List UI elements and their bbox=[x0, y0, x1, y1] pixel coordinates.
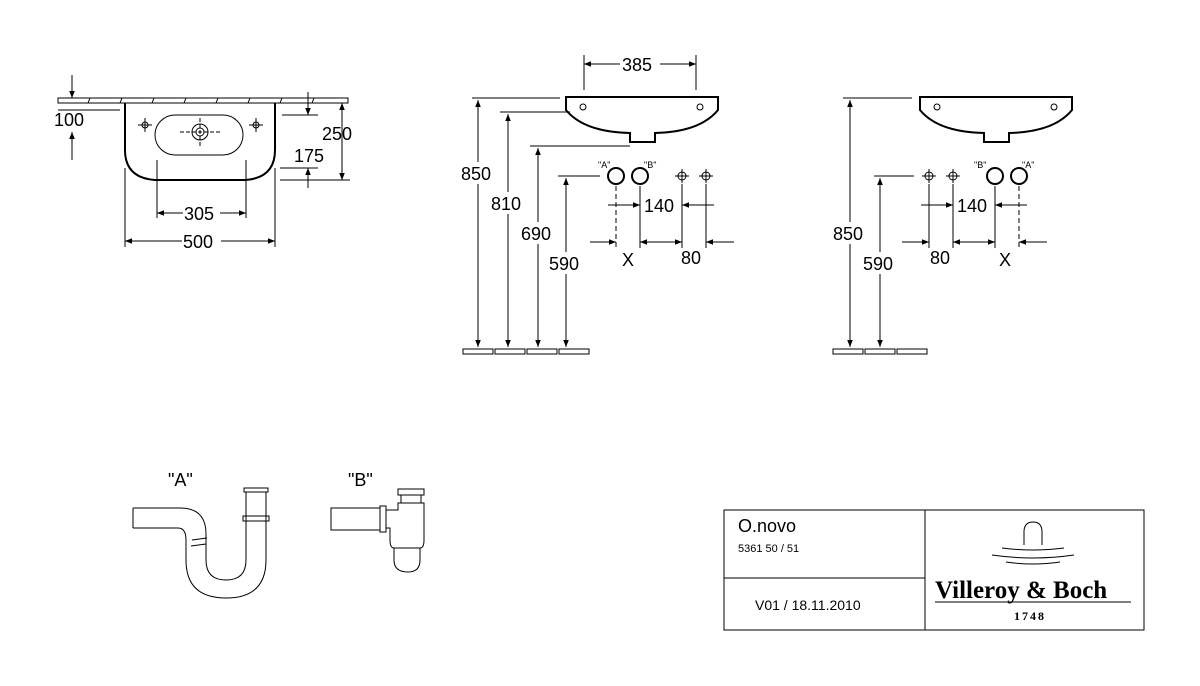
side-view-right: 850 590 "B" "A" 140 80 X bbox=[830, 96, 1073, 355]
supply-valve-2-left bbox=[699, 169, 713, 183]
supply-valve-1-right bbox=[922, 169, 936, 183]
dim-305: 305 bbox=[184, 204, 214, 224]
dim-690: 690 bbox=[521, 224, 551, 244]
villeroy-boch-logo-mark bbox=[991, 521, 1075, 565]
outlet-a-right bbox=[1010, 167, 1028, 185]
trap-a-drawing: "A" bbox=[132, 470, 270, 599]
outlet-b-left bbox=[631, 167, 649, 185]
wall-hatch bbox=[57, 97, 349, 104]
dim-80-right: 80 bbox=[930, 248, 950, 268]
dim-140-left: 140 bbox=[644, 196, 674, 216]
product-code: 5361 50 / 51 bbox=[738, 543, 799, 555]
product-name: O.novo bbox=[738, 516, 796, 536]
dim-810: 810 bbox=[491, 194, 521, 214]
fixing-hole-left bbox=[138, 118, 152, 132]
trap-a-label: "A" bbox=[168, 470, 193, 490]
outlet-b-right bbox=[986, 167, 1004, 185]
basin-outline-top bbox=[124, 103, 276, 181]
basin-elevation-left bbox=[565, 96, 719, 143]
supply-valve-1-left bbox=[675, 169, 689, 183]
basin-bowl-top bbox=[154, 114, 244, 156]
trap-b-label: "B" bbox=[348, 470, 373, 490]
dim-850-left: 850 bbox=[461, 164, 491, 184]
dim-x-left: X bbox=[622, 250, 634, 270]
side-view-left: 385 850 810 690 590 "A" "B" bbox=[458, 55, 734, 355]
dim-100: 100 bbox=[54, 110, 84, 130]
dim-175: 175 bbox=[294, 146, 324, 166]
dim-80-left: 80 bbox=[681, 248, 701, 268]
basin-elevation-right bbox=[919, 96, 1073, 143]
supply-valve-2-right bbox=[946, 169, 960, 183]
dim-140-right: 140 bbox=[957, 196, 987, 216]
brand-year: 1748 bbox=[1014, 609, 1046, 623]
trap-label-b-left: "B" bbox=[644, 160, 656, 170]
dim-500: 500 bbox=[183, 232, 213, 252]
dim-590-left: 590 bbox=[549, 254, 579, 274]
title-block: O.novo 5361 50 / 51 V01 / 18.11.2010 Vil… bbox=[723, 509, 1145, 631]
dim-x-right: X bbox=[999, 250, 1011, 270]
trap-label-a-left: "A" bbox=[598, 160, 610, 170]
floor-right bbox=[832, 348, 928, 355]
fixing-hole-right bbox=[249, 118, 263, 132]
trap-label-a-right: "A" bbox=[1022, 160, 1034, 170]
outlet-a-left bbox=[607, 167, 625, 185]
top-view: 100 250 175 305 500 bbox=[54, 75, 352, 252]
dim-385: 385 bbox=[622, 55, 652, 75]
floor-left bbox=[462, 348, 590, 355]
dim-590-right: 590 bbox=[863, 254, 893, 274]
trap-b-drawing: "B" bbox=[330, 470, 425, 573]
brand-wordmark: Villeroy & Boch bbox=[935, 577, 1107, 604]
dim-850-right: 850 bbox=[833, 224, 863, 244]
trap-label-b-right: "B" bbox=[974, 160, 986, 170]
dim-250: 250 bbox=[322, 124, 352, 144]
version-date: V01 / 18.11.2010 bbox=[755, 597, 861, 613]
